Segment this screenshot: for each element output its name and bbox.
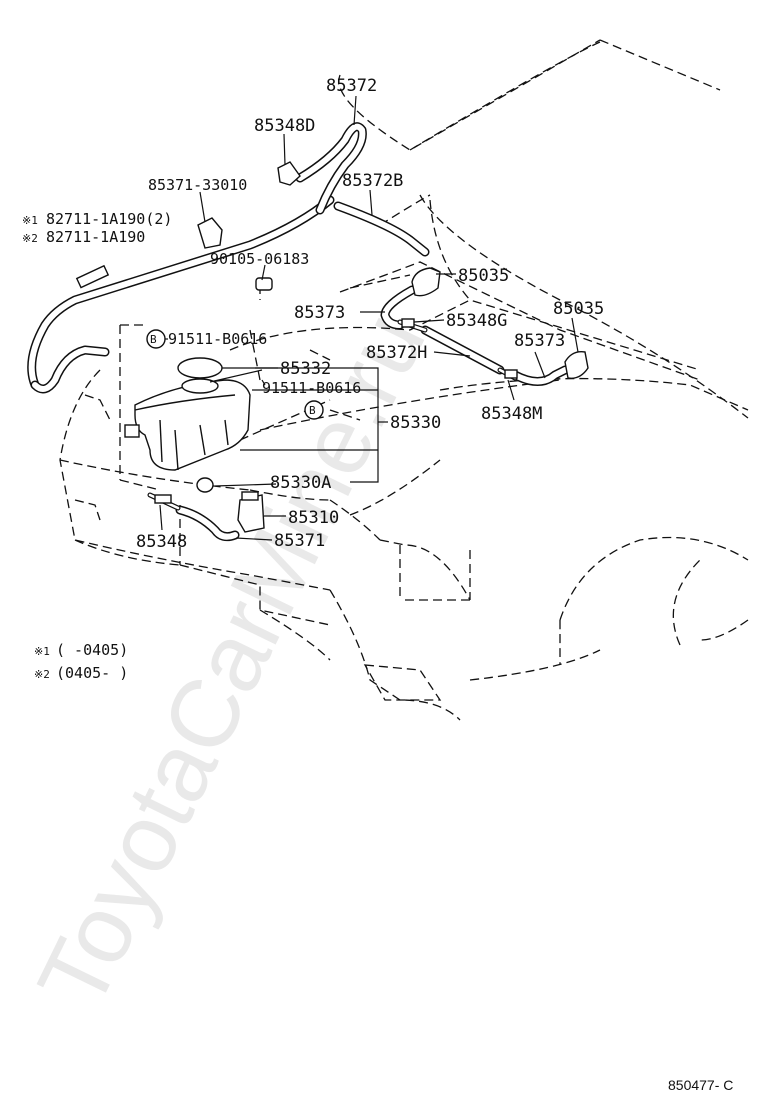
label-85035-left: 85035 [458, 266, 509, 286]
label-85348: 85348 [136, 532, 187, 552]
vehicle-outline [59, 39, 749, 721]
label-85371-33010: 85371-33010 [148, 176, 247, 194]
callout-b-left: B [150, 333, 157, 346]
tank-cap [177, 357, 223, 379]
parts [75, 161, 589, 533]
label-85330: 85330 [390, 413, 441, 433]
leader-lines [159, 95, 579, 541]
label-85330a: 85330A [270, 473, 331, 493]
label-85373-left: 85373 [294, 303, 345, 323]
label-85348d: 85348D [254, 116, 315, 136]
figure-code: 850477- C [668, 1077, 733, 1093]
note-1: ( -0405) [56, 641, 128, 659]
label-91511-b0616-upper: 91511-B0616 [168, 330, 267, 348]
label-90105-06183: 90105-06183 [210, 250, 309, 268]
label-82711-1a190-2: 82711-1A190(2) [46, 210, 172, 228]
washer-nozzle-right [564, 351, 589, 379]
label-85372h: 85372H [366, 343, 427, 363]
applicability-notes: ※1 ( -0405) ※2 (0405- ) [34, 641, 128, 682]
label-85371: 85371 [274, 531, 325, 551]
note-marker-1: ※1 [34, 645, 50, 658]
label-85310: 85310 [288, 508, 339, 528]
label-82711-1a190: 82711-1A190 [46, 228, 145, 246]
label-91511-b0616-lower: 91511-B0616 [262, 379, 361, 397]
note-marker-2: ※2 [34, 668, 50, 681]
callout-b-right: B [309, 404, 316, 417]
label-85372b: 85372B [342, 171, 403, 191]
washer-tank [134, 379, 251, 471]
marker-1-label: ※1 [22, 214, 38, 227]
part-labels: 85372 85348D 85371-33010 85372B ※1 82711… [22, 76, 604, 552]
label-85373-right: 85373 [514, 331, 565, 351]
label-85035-right: 85035 [553, 299, 604, 319]
label-85348m: 85348M [481, 404, 542, 424]
marker-2-label: ※2 [22, 232, 38, 245]
label-85348g: 85348G [446, 311, 507, 331]
washer-nozzle-left [411, 267, 441, 297]
note-2: (0405- ) [56, 664, 128, 682]
washer-hoses [27, 122, 570, 542]
label-85332: 85332 [280, 359, 331, 379]
label-85372: 85372 [326, 76, 377, 96]
